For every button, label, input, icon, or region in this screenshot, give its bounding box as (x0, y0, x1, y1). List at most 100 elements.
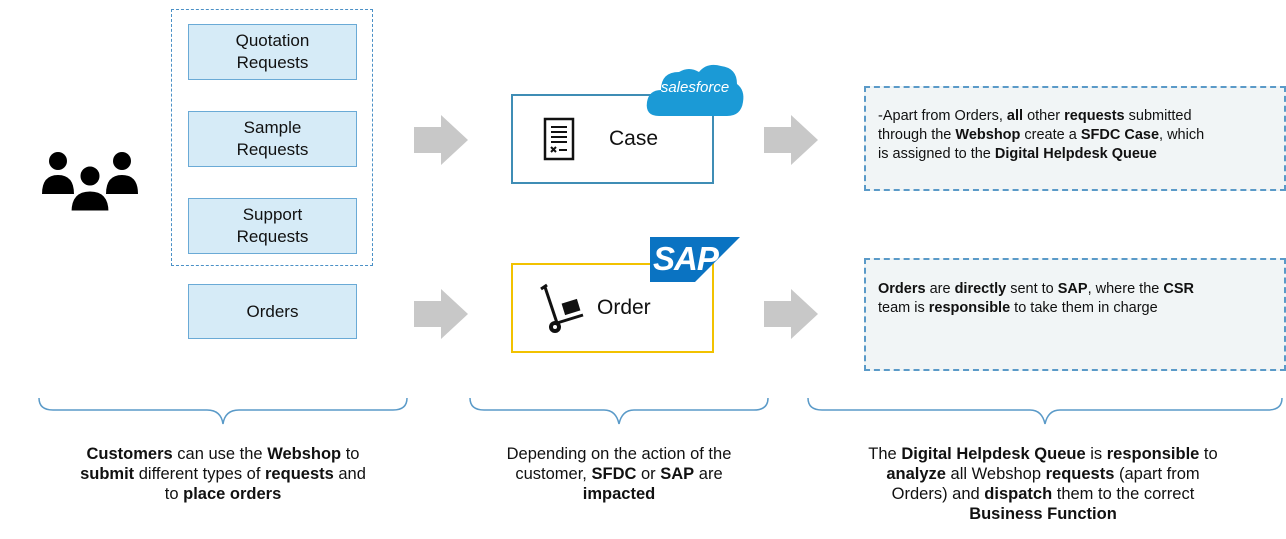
bold-text-segment: SFDC Case (1080, 127, 1160, 143)
quotation-requests-label-line2: Requests (236, 53, 309, 72)
arrow-to-case-icon (414, 115, 468, 165)
text-segment: Depending on the action of the (506, 445, 732, 463)
text-segment: sent to (1006, 281, 1058, 297)
bold-text-segment: requests (265, 465, 334, 483)
order-label: Order (597, 296, 651, 319)
bold-text-segment: Webshop (955, 127, 1021, 143)
text-line: Business Function (800, 504, 1286, 524)
bold-text-segment: analyze (886, 465, 946, 483)
request-types-group (171, 9, 373, 266)
bold-text-segment: impacted (582, 485, 656, 503)
bold-text-segment: place orders (183, 485, 282, 503)
order-note-text: Orders are directly sent to SAP, where t… (878, 280, 1274, 318)
text-segment: customer, (515, 465, 592, 483)
bold-text-segment: responsible (928, 300, 1011, 316)
support-requests-label-line2: Requests (236, 227, 309, 246)
hand-truck-icon (537, 281, 587, 335)
text-segment: is assigned to the (878, 146, 995, 162)
text-segment: other (1023, 108, 1065, 124)
arrow-to-case-note-icon (764, 115, 818, 165)
text-line: Orders) and dispatch them to the correct (800, 484, 1286, 504)
sap-logo: SAP (650, 237, 740, 282)
bold-text-segment: Orders (878, 281, 926, 297)
bold-text-segment: SAP (1057, 281, 1088, 297)
salesforce-logo-text: salesforce (660, 79, 730, 96)
text-line: Customers can use the Webshop to (30, 444, 416, 464)
text-line: Depending on the action of the (462, 444, 776, 464)
bold-text-segment: dispatch (984, 485, 1053, 503)
left-curly-brace-icon (37, 396, 409, 426)
bold-text-segment: Business Function (969, 505, 1117, 523)
text-line: -Apart from Orders, all other requests s… (878, 107, 1274, 126)
text-line: analyze all Webshop requests (apart from (800, 464, 1286, 484)
bold-text-segment: directly (954, 281, 1007, 297)
text-segment: to (341, 445, 360, 463)
bold-text-segment: SFDC (591, 465, 637, 483)
text-line: impacted (462, 484, 776, 504)
bold-text-segment: requests (1064, 108, 1125, 124)
people-group-icon (40, 150, 140, 212)
text-segment: all Webshop (945, 465, 1046, 483)
text-segment: , where the (1087, 281, 1164, 297)
text-line: The Digital Helpdesk Queue is responsibl… (800, 444, 1286, 464)
text-segment: , which (1159, 127, 1205, 143)
bold-text-segment: all (1006, 108, 1024, 124)
middle-curly-brace-icon (468, 396, 770, 426)
arrow-to-order-icon (414, 289, 468, 339)
bold-text-segment: responsible (1106, 445, 1200, 463)
case-note-box: -Apart from Orders, all other requests s… (864, 86, 1286, 191)
case-note-text: -Apart from Orders, all other requests s… (878, 107, 1274, 164)
text-segment: to (164, 485, 184, 503)
text-segment: submitted (1124, 108, 1192, 124)
salesforce-logo: salesforce (645, 60, 745, 122)
quotation-requests-label-line1: Quotation (235, 31, 310, 50)
helpdesk-caption: The Digital Helpdesk Queue is responsibl… (800, 444, 1286, 524)
text-segment: are (925, 281, 955, 297)
bold-text-segment: Digital Helpdesk Queue (994, 146, 1157, 162)
bold-text-segment: requests (1045, 465, 1115, 483)
text-segment: create a (1020, 127, 1081, 143)
text-line: Orders are directly sent to SAP, where t… (878, 280, 1274, 299)
orders-label: Orders (246, 301, 299, 321)
text-segment: are (694, 465, 723, 483)
bold-text-segment: SAP (660, 465, 695, 483)
text-line: customer, SFDC or SAP are (462, 464, 776, 484)
text-segment: and (333, 465, 366, 483)
bold-text-segment: Customers (86, 445, 173, 463)
orders-box: Orders (188, 284, 357, 339)
arrow-to-order-note-icon (764, 289, 818, 339)
text-segment: through the (878, 127, 956, 143)
text-line: team is responsible to take them in char… (878, 299, 1274, 318)
document-case-icon (543, 117, 575, 161)
text-segment: Orders) and (891, 485, 985, 503)
text-line: through the Webshop create a SFDC Case, … (878, 126, 1274, 145)
text-segment: is (1085, 445, 1107, 463)
text-segment: can use the (172, 445, 268, 463)
text-segment: (apart from (1114, 465, 1200, 483)
bold-text-segment: CSR (1163, 281, 1194, 297)
case-system-box: Case (511, 94, 714, 184)
text-line: to place orders (30, 484, 416, 504)
text-segment: to (1199, 445, 1218, 463)
text-segment: -Apart from Orders, (878, 108, 1007, 124)
text-segment: The (868, 445, 902, 463)
text-line: is assigned to the Digital Helpdesk Queu… (878, 145, 1274, 164)
sample-requests-label-line1: Sample (243, 118, 302, 137)
order-note-box: Orders are directly sent to SAP, where t… (864, 258, 1286, 371)
text-line: submit different types of requests and (30, 464, 416, 484)
sap-logo-text: SAP (653, 240, 719, 277)
text-segment: team is (878, 300, 929, 316)
case-label: Case (609, 127, 659, 150)
support-requests-label-line1: Support (242, 205, 303, 224)
right-curly-brace-icon (806, 396, 1284, 426)
bold-text-segment: Webshop (267, 445, 342, 463)
bold-text-segment: submit (80, 465, 135, 483)
text-segment: to take them in charge (1010, 300, 1158, 316)
text-segment: or (636, 465, 661, 483)
bold-text-segment: Digital Helpdesk Queue (901, 445, 1086, 463)
